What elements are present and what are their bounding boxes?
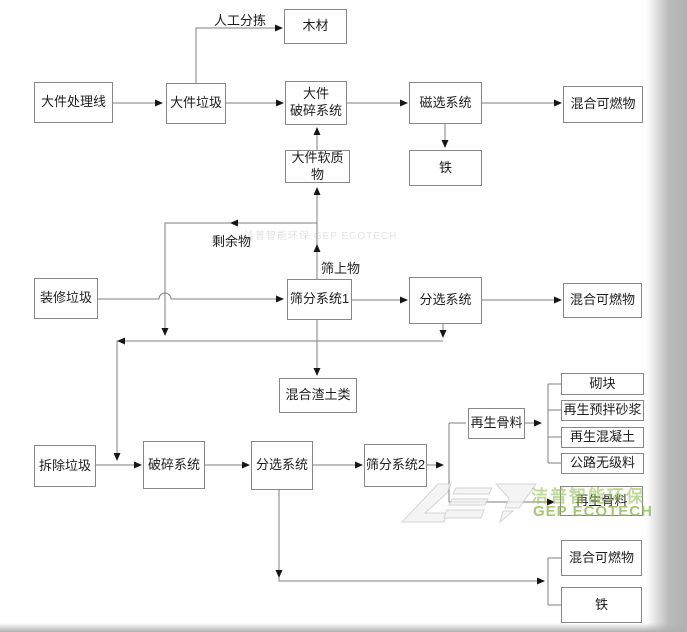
edge-label-screen-overs: 筛上物 — [321, 261, 361, 276]
node-screening-system-2: 筛分系统2 — [364, 444, 427, 487]
edge-label-residue: 剩余物 — [212, 234, 252, 249]
edge-label-manual-sorting: 人工分拣 — [214, 13, 267, 28]
gep-logo-icon — [400, 483, 537, 524]
node-decoration-waste: 装修垃圾 — [34, 278, 98, 319]
watermark-text-en: GEP ECOTECH — [533, 503, 653, 520]
node-mixed-combustibles-2: 混合可燃物 — [563, 283, 642, 318]
node-screening-system-1: 筛分系统1 — [287, 279, 352, 320]
ghost-watermark: 洁普智能环保 GEP ECOTECH — [244, 231, 398, 242]
node-demolition-waste: 拆除垃圾 — [34, 445, 96, 487]
node-large-crusher: 大件 破碎系统 — [285, 81, 347, 125]
node-blocks: 砌块 — [561, 373, 644, 395]
node-wood: 木材 — [284, 9, 347, 44]
node-large-item-line: 大件处理线 — [34, 82, 113, 123]
node-large-waste: 大件垃圾 — [166, 83, 226, 124]
watermark-text-cn: 洁普智能环保 — [531, 487, 645, 506]
node-mixed-combustibles-1: 混合可燃物 — [563, 86, 643, 123]
node-crushing-system: 破碎系统 — [143, 441, 205, 489]
node-recycled-aggregate-1: 再生骨料 — [468, 408, 525, 439]
node-mixed-combustibles-3: 混合可燃物 — [561, 540, 642, 576]
node-recycled-concrete: 再生混凝土 — [561, 427, 644, 448]
node-iron-1: 铁 — [409, 150, 482, 186]
node-road-unclassified-material: 公路无级料 — [561, 453, 644, 474]
node-large-soft-materials: 大件软质物 — [285, 150, 350, 183]
node-magnetic-separation: 磁选系统 — [409, 82, 482, 124]
node-recycled-aggregate-2: 再生骨料 — [560, 486, 643, 516]
node-recycled-premixed-mortar: 再生预拌砂浆 — [561, 400, 644, 421]
node-iron-2: 铁 — [561, 587, 642, 623]
node-sorting-system-1: 分选系统 — [409, 277, 482, 324]
node-sorting-system-2: 分选系统 — [251, 441, 313, 490]
right-edge-shade — [646, 0, 687, 632]
bottom-edge-shade — [0, 623, 687, 632]
node-mixed-muck: 混合渣土类 — [279, 378, 357, 413]
arrowheads — [113, 24, 562, 585]
